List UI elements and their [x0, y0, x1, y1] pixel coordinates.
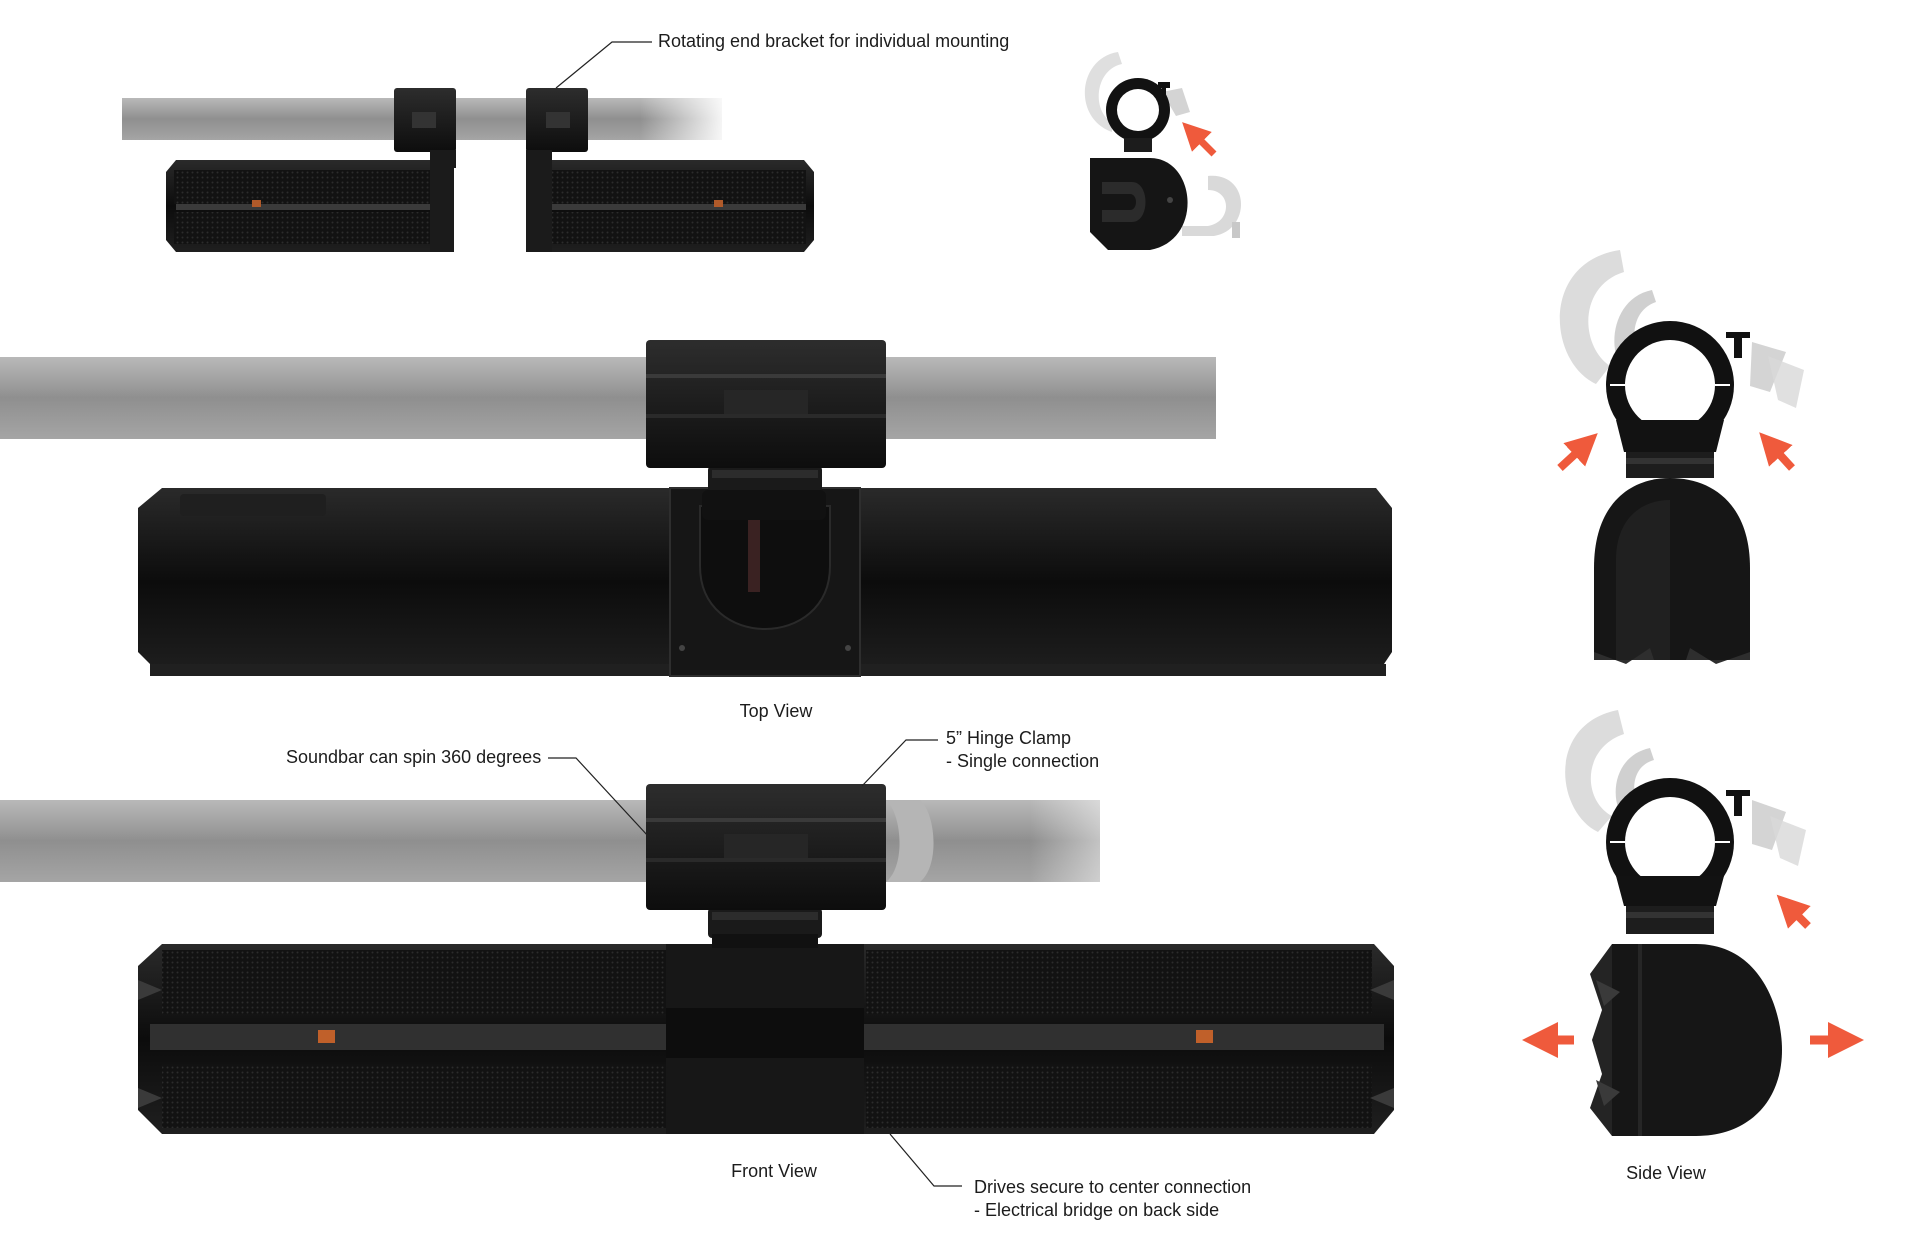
ghost-bracket-upper [1084, 52, 1122, 132]
left-grille-lower [162, 1064, 666, 1128]
tube-fade [640, 96, 730, 142]
front-view-assembly [0, 739, 1394, 1187]
top-view-tube [0, 357, 1216, 439]
side-lower-rotate-arrow [1776, 894, 1811, 929]
rotating-bracket-detail [1084, 52, 1242, 250]
individual-mount-assembly [122, 41, 814, 252]
front-tube-fade [1030, 796, 1180, 886]
top-view-hinge-cradle [699, 505, 831, 630]
left-half-logo [252, 200, 261, 207]
front-left-logo [318, 1030, 335, 1043]
side-view-label: Side View [1626, 1163, 1706, 1183]
hinge-clamp-callout-line2: - Single connection [946, 751, 1100, 771]
right-grille-lower [866, 1064, 1372, 1128]
side-view-upper [1557, 250, 1804, 664]
side-lower-swivel [1626, 906, 1714, 934]
hinge-clamp-callout-line1: 5” Hinge Clamp [946, 728, 1072, 748]
side-upper-swivel [1626, 452, 1714, 478]
spin-callout: Soundbar can spin 360 degrees [286, 747, 542, 767]
top-view-label: Top View [739, 701, 813, 721]
right-half-logo [714, 200, 723, 207]
front-right-logo [1196, 1030, 1213, 1043]
end-bracket-leader-line [555, 41, 652, 89]
left-grille-upper [162, 950, 666, 1014]
front-view-tube [0, 800, 1100, 882]
ghost-bracket-arc-1 [1559, 250, 1624, 384]
ghost-bracket-lower [1182, 175, 1242, 236]
spin-leader-line [548, 757, 649, 837]
drives-leader-line [889, 1133, 962, 1187]
side-upper-left-arrow [1557, 433, 1598, 471]
side-upper-right-arrow [1759, 432, 1795, 471]
drives-callout-line2: - Electrical bridge on back side [974, 1200, 1220, 1220]
drives-callout-line1: Drives secure to center connection [974, 1177, 1252, 1197]
ghost-bracket-arc-2 [1565, 710, 1624, 832]
top-view-assembly [0, 340, 1392, 677]
end-bracket-callout: Rotating end bracket for individual moun… [658, 31, 1010, 51]
rotation-arrow [1182, 122, 1217, 157]
hinge-clamp-leader-line [861, 739, 938, 787]
front-view-label: Front View [731, 1161, 817, 1181]
right-grille-upper [866, 950, 1372, 1014]
side-view-lower [1522, 710, 1864, 1136]
side-lower-body-rotated [1612, 944, 1782, 1136]
